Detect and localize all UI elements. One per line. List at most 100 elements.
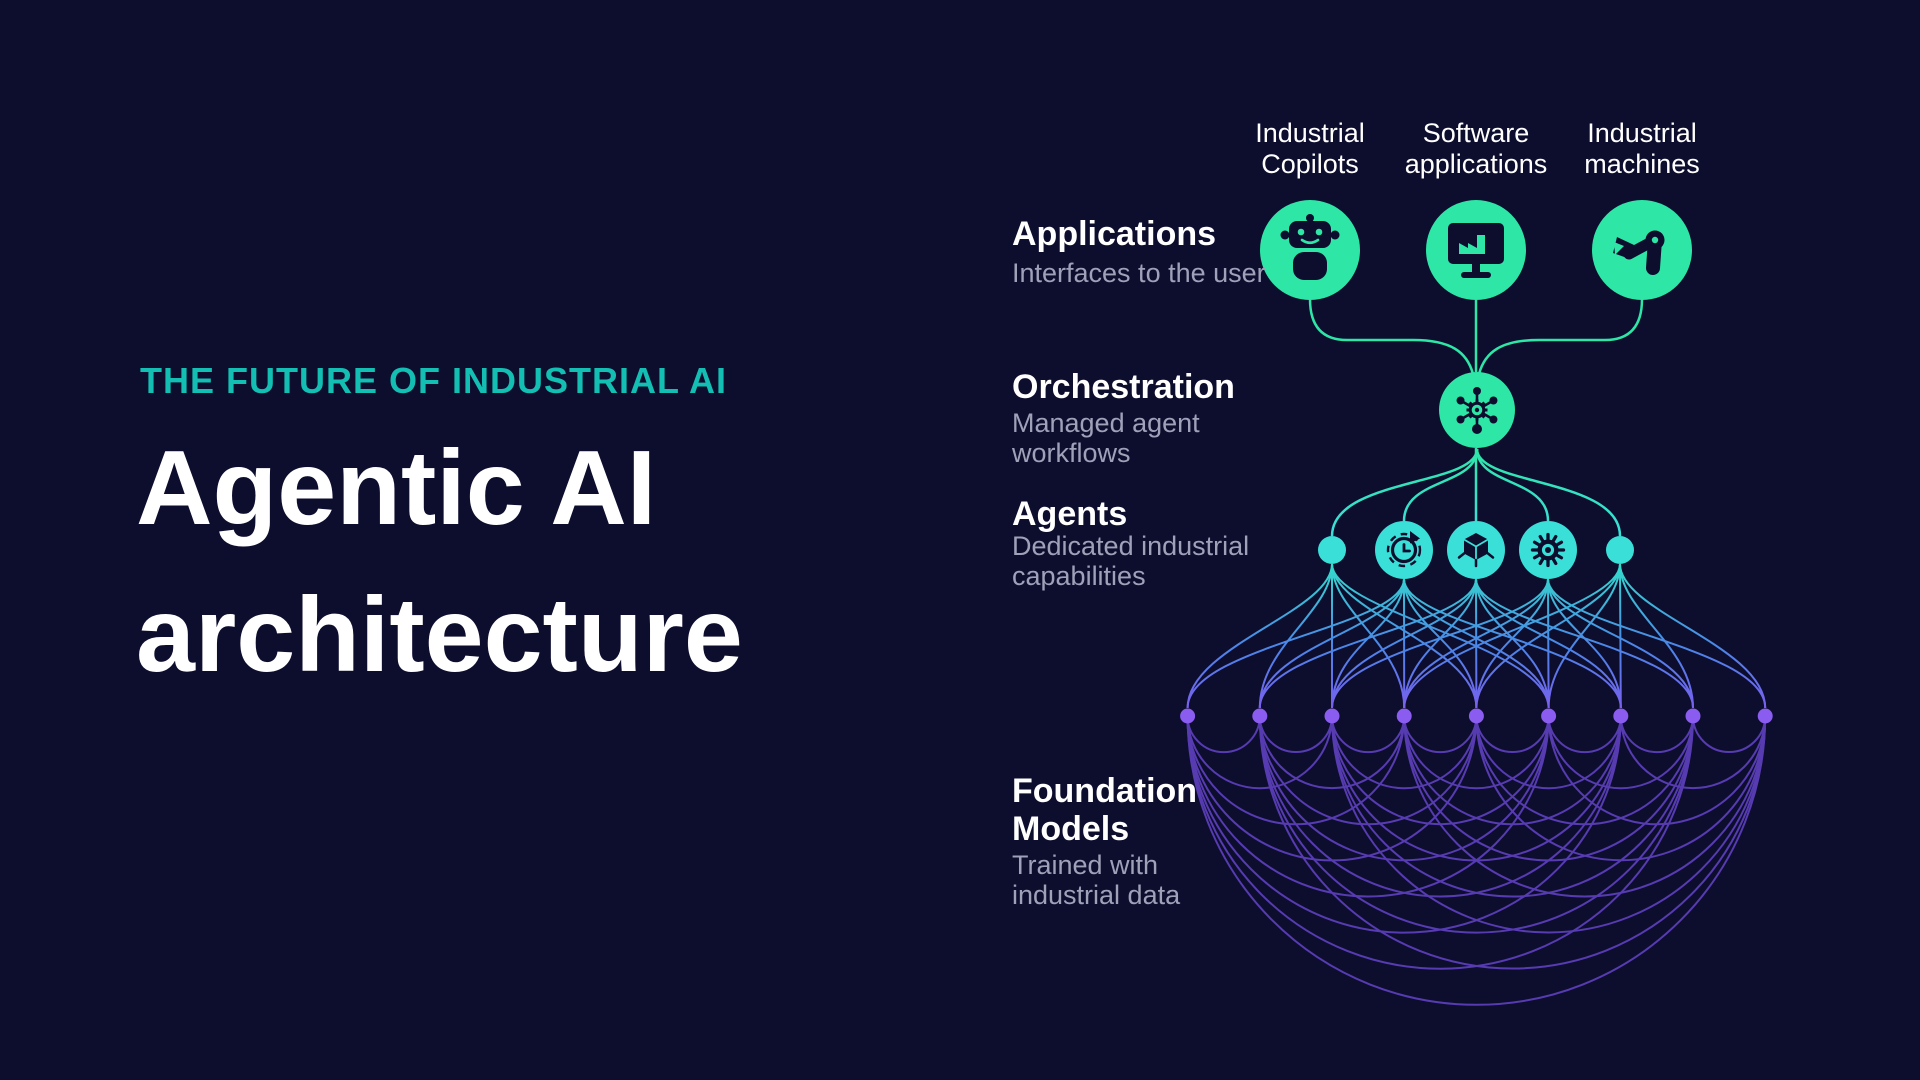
foundation-arc: [1475, 715, 1767, 862]
cube-3d-icon: [1457, 533, 1495, 568]
label-line: applications: [1404, 149, 1548, 179]
sun-center: [1545, 547, 1551, 553]
heading-orchestration: Orchestration: [1012, 368, 1235, 406]
hub-satellite: [1456, 415, 1465, 424]
connection-line: [1619, 563, 1767, 709]
robot-head: [1289, 221, 1331, 248]
robot-ear: [1280, 230, 1290, 240]
foundation-arc: [1403, 715, 1767, 898]
label-line: machines: [1584, 149, 1700, 179]
foundation-arc: [1258, 715, 1333, 754]
applications-orchestration-connectors: [1308, 298, 1644, 375]
hub-satellite: [1472, 424, 1482, 434]
foundation-arc: [1547, 715, 1622, 754]
foundation-dot: [1685, 708, 1701, 724]
foundation-arc: [1475, 715, 1550, 754]
hub-satellite: [1489, 415, 1498, 424]
fan-line: [1330, 448, 1479, 537]
heading-agents: Agents: [1012, 495, 1128, 533]
clock-dashed-ring: [1386, 532, 1422, 568]
label-line: Industrial: [1255, 118, 1365, 148]
foundation-dot: [1541, 708, 1557, 724]
robot-eye: [1315, 228, 1323, 236]
subtitle-line: industrial data: [1012, 880, 1181, 910]
robot-arm-icon: [1613, 230, 1665, 275]
agent-dot-circle: [1606, 536, 1634, 564]
sun-ring: [1537, 539, 1559, 561]
foundation-arcs: [1186, 715, 1767, 1006]
subtitle-applications: Interfaces to the user: [1012, 258, 1266, 288]
foundation-arc: [1331, 715, 1478, 790]
hub-network-icon: [1456, 387, 1498, 434]
heading-applications: Applications: [1012, 215, 1217, 253]
foundation-arc: [1186, 715, 1550, 898]
arm-gripper-jaw: [1614, 242, 1624, 255]
foundation-arc: [1403, 715, 1550, 790]
monitor-base: [1461, 272, 1491, 278]
robot-body: [1293, 252, 1327, 280]
foundation-arc: [1475, 715, 1694, 826]
clock-arrow: [1410, 531, 1420, 544]
subtitle-agents: Dedicated industrial capabilities: [1012, 531, 1249, 591]
foundation-arc: [1331, 715, 1694, 898]
hub-satellite: [1489, 396, 1498, 405]
connection-line: [1619, 563, 1694, 709]
clock-hands: [1402, 543, 1411, 553]
cube-edges: [1463, 538, 1489, 560]
clock-face: [1390, 536, 1418, 564]
foundation-arc: [1547, 715, 1767, 826]
foundation-arc: [1186, 715, 1622, 934]
robot-antenna: [1306, 214, 1314, 222]
foundation-arc: [1547, 715, 1694, 790]
connection-line: [1331, 563, 1406, 709]
page-title: Agentic AI architecture: [136, 415, 743, 709]
connection-line: [1331, 563, 1550, 709]
foundation-arc: [1692, 715, 1767, 754]
title-line-1: Agentic AI: [136, 429, 657, 547]
subtitle-orchestration: Managed agent workflows: [1012, 408, 1200, 468]
subtitle-line: Trained with: [1012, 850, 1159, 880]
foundation-arc: [1186, 715, 1333, 790]
robot-eye: [1297, 228, 1305, 236]
clock-history-icon: [1386, 531, 1422, 568]
connection-line: [1331, 578, 1549, 709]
connection-line: [1619, 563, 1622, 709]
foundation-arc: [1258, 715, 1406, 790]
foundation-dot: [1757, 708, 1773, 724]
subtitle-foundation-models: Trained with industrial data: [1012, 850, 1180, 910]
connection-line: [1403, 563, 1621, 709]
agent-dot-circle: [1318, 536, 1346, 564]
label-line: Industrial: [1587, 118, 1697, 148]
foundation-arc: [1403, 715, 1694, 862]
connection-line: [1475, 563, 1621, 709]
connection-line: [1331, 578, 1477, 709]
factory-glyph: [1459, 235, 1485, 254]
arm-gripper: [1613, 237, 1634, 259]
connection-line: [1258, 563, 1333, 709]
heading-line: Foundation: [1012, 772, 1198, 810]
robot-ear: [1330, 230, 1340, 240]
arm-joint-hole: [1651, 236, 1659, 244]
subtitle-line: Dedicated industrial: [1012, 531, 1250, 561]
connection-line: [1258, 578, 1405, 709]
connection-line: [1186, 563, 1333, 709]
fan-line: [1475, 448, 1622, 537]
subtitle-line: capabilities: [1012, 561, 1146, 591]
subtitle-line: Managed agent: [1012, 408, 1200, 438]
connector-left: [1308, 298, 1475, 375]
cube-axis-ticks: [1457, 552, 1495, 568]
foundation-dot: [1252, 708, 1268, 724]
sun-gear-icon: [1530, 532, 1566, 568]
heading-line: Models: [1012, 810, 1130, 848]
label-industrial-copilots: Industrial Copilots: [1180, 118, 1440, 180]
kicker-text: THE FUTURE OF INDUSTRIAL AI: [140, 360, 727, 401]
monitor-screen: [1448, 223, 1504, 264]
label-line: Software: [1422, 118, 1530, 148]
gear-center: [1474, 407, 1480, 413]
label-line: Copilots: [1261, 149, 1359, 179]
title-line-2: architecture: [136, 576, 743, 694]
gear-ring: [1468, 401, 1486, 419]
foundation-arc: [1258, 715, 1622, 898]
